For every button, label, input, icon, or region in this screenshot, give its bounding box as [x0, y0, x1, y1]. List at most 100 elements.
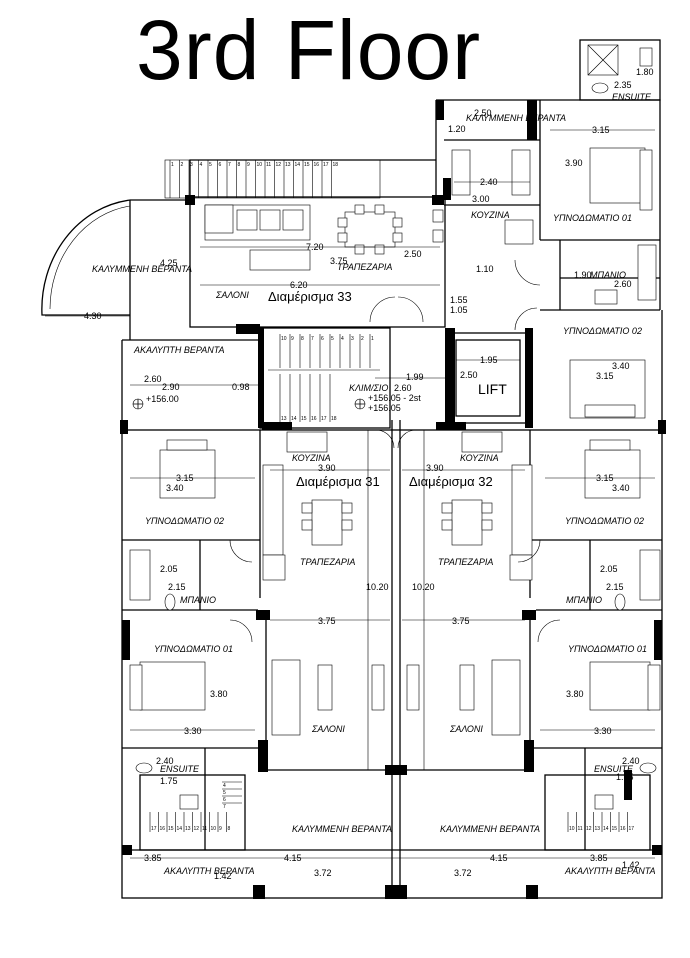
- stair-step-number: 10: [257, 162, 263, 168]
- dim-text: 4.15: [490, 853, 508, 863]
- stair-step-number: 5: [331, 336, 334, 342]
- room-bath-32: ΜΠΑΝΙΟ: [566, 595, 602, 605]
- stair-step-number: 7: [311, 336, 314, 342]
- dim-text: 2.40: [156, 756, 174, 766]
- furniture: [129, 44, 661, 810]
- dim-text: 4.25: [160, 258, 178, 268]
- dim-text: 1.95: [480, 355, 498, 365]
- outer-walls: [41, 39, 663, 899]
- stair-step-number: 11: [202, 826, 207, 832]
- stair-step-number: 14: [291, 416, 297, 422]
- level-markers: [132, 398, 366, 410]
- room-staircase: ΚΛΙΜ/ΣΙΟ: [349, 383, 388, 393]
- dim-text: 2.40: [480, 177, 498, 187]
- stair-step-number: 3: [351, 336, 354, 342]
- dim-text: 2.90: [162, 382, 180, 392]
- stair-step-number: 14: [177, 826, 183, 832]
- stair-step-number: 13: [285, 162, 291, 168]
- dim-text: 1.42: [214, 871, 232, 881]
- dimension-texts: 1.80 2.35 2.50 1.20 3.15 3.90 2.40 3.00 …: [84, 67, 654, 881]
- stair-step-number: 12: [586, 826, 592, 832]
- stair-step-number: 10: [211, 826, 217, 832]
- stair-step-number: 4: [223, 783, 226, 789]
- stair-step-number: 15: [301, 416, 307, 422]
- stair-step-number: 8: [238, 162, 241, 168]
- dim-text: +156.05: [368, 403, 401, 413]
- labels: Διαμέρισμα 33 Διαμέρισμα 31 Διαμέρισμα 3…: [92, 92, 656, 876]
- dim-text: 3.90: [565, 158, 583, 168]
- stair-step-number: 5: [209, 162, 212, 168]
- room-veranta-31: ΚΑΛΥΜΜΕΝΗ ΒΕΡΑΝΤΑ: [292, 824, 392, 834]
- dim-text: 2.05: [600, 564, 618, 574]
- floor-title: 3rd Floor: [136, 3, 482, 97]
- dim-text: 2.50: [474, 108, 492, 118]
- dim-text: 3.85: [590, 853, 608, 863]
- stair-step-number: 16: [314, 162, 320, 168]
- room-dining-33: ΤΡΑΠΕΖΑΡΙΑ: [337, 262, 392, 272]
- stair-step-number: 11: [578, 826, 583, 832]
- room-veranta-left: ΚΑΛΥΜΜΕΝΗ ΒΕΡΑΝΤΑ: [92, 264, 192, 274]
- stair-step-number: 6: [223, 797, 226, 803]
- stair-step-number: 7: [228, 162, 231, 168]
- stair-step-number: 10: [569, 826, 575, 832]
- dim-text: 1.42: [622, 860, 640, 870]
- stair-step-number: 17: [629, 826, 635, 832]
- dim-text: 3.15: [596, 473, 614, 483]
- stair-step-number: 3: [190, 162, 193, 168]
- dim-text: 0.98: [232, 382, 250, 392]
- stair-step-number: 1: [371, 336, 374, 342]
- dim-text: 3.80: [210, 689, 228, 699]
- stair-step-number: 12: [276, 162, 282, 168]
- dim-text: 1.10: [476, 264, 494, 274]
- dim-text: 1.90: [574, 270, 592, 280]
- dim-text: 2.15: [168, 582, 186, 592]
- stair-step-number: 14: [603, 826, 609, 832]
- stair-step-number: 11: [266, 162, 271, 168]
- lift-label: LIFT: [478, 381, 507, 397]
- stair-step-number: 15: [304, 162, 310, 168]
- dim-text: 3.40: [612, 483, 630, 493]
- dim-text: 2.15: [606, 582, 624, 592]
- dim-text: 3.80: [566, 689, 584, 699]
- structural-columns: [120, 100, 666, 899]
- door-swings: [229, 259, 561, 643]
- room-bedroom-02-31: ΥΠΝΟΔΩΜΑΤΙΟ 02: [145, 516, 224, 526]
- dim-text: 2.05: [160, 564, 178, 574]
- dim-text: 3.75: [452, 616, 470, 626]
- dim-text: 3.00: [472, 194, 490, 204]
- room-open-veranta-31: ΑΚΑΛΥΠΤΗ ΒΕΡΑΝΤΑ: [163, 866, 255, 876]
- dim-text: 2.60: [614, 279, 632, 289]
- stair-step-number: 7: [223, 804, 226, 810]
- dim-text: +156.05 - 2st: [368, 393, 421, 403]
- stair-step-number: 1: [171, 162, 174, 168]
- room-veranta-top: ΚΑΛΥΜΜΕΝΗ ΒΕΡΑΝΤΑ: [466, 113, 566, 123]
- dim-text: 1.99: [406, 372, 424, 382]
- stair-step-number: 8: [301, 336, 304, 342]
- dim-text: 1.75: [616, 772, 634, 782]
- room-veranta-32: ΚΑΛΥΜΜΕΝΗ ΒΕΡΑΝΤΑ: [440, 824, 540, 834]
- apartment-32-label: Διαμέρισμα 32: [409, 474, 493, 489]
- dim-text: 10.20: [412, 582, 435, 592]
- stair-step-number: 9: [291, 336, 294, 342]
- dim-text: 1.55: [450, 295, 468, 305]
- stair-step-number: 17: [151, 826, 157, 832]
- dim-text: 4.30: [84, 311, 102, 321]
- stair-step-number: 13: [185, 826, 191, 832]
- dim-text: 10.20: [366, 582, 389, 592]
- stair-step-number: 17: [323, 162, 329, 168]
- stair-step-number: 10: [281, 336, 287, 342]
- stair-step-number: 9: [247, 162, 250, 168]
- stair-step-number: 2: [361, 336, 364, 342]
- dim-text: 3.40: [612, 361, 630, 371]
- dim-text: 1.80: [636, 67, 654, 77]
- dim-text: 3.40: [166, 483, 184, 493]
- stair-step-number: 6: [219, 162, 222, 168]
- stair-step-number: 6: [321, 336, 324, 342]
- room-bedroom-01-32: ΥΠΝΟΔΩΜΑΤΙΟ 01: [568, 644, 647, 654]
- stair-step-number: 8: [228, 826, 231, 832]
- room-living-33: ΣΑΛΟΝΙ: [215, 290, 249, 300]
- room-bedroom-01-31: ΥΠΝΟΔΩΜΑΤΙΟ 01: [154, 644, 233, 654]
- room-living-31: ΣΑΛΟΝΙ: [311, 724, 345, 734]
- room-dining-32: ΤΡΑΠΕΖΑΡΙΑ: [438, 557, 493, 567]
